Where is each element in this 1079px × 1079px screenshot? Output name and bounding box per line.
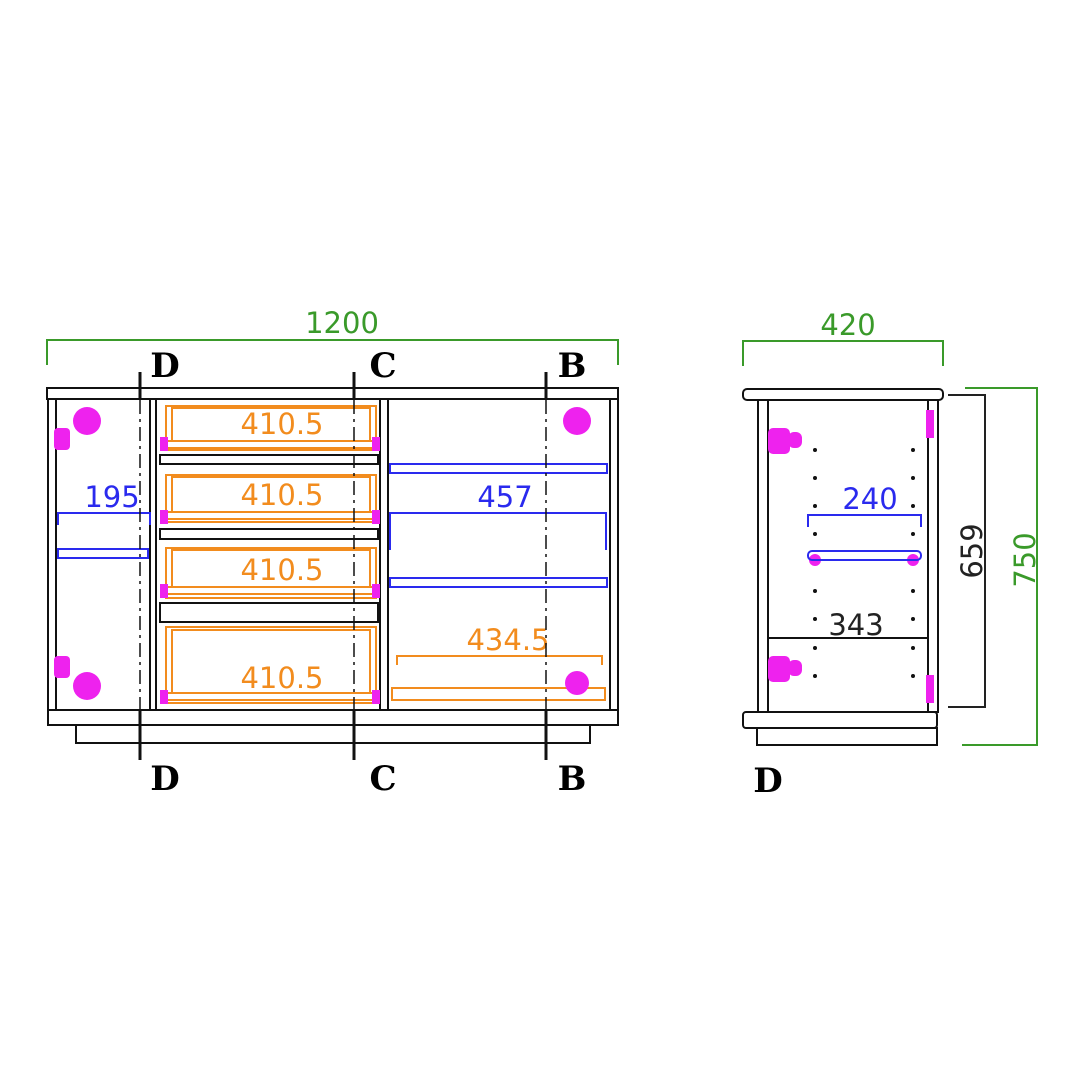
inner-height-dimension bbox=[948, 394, 986, 708]
section-label-c-bottom: C bbox=[369, 759, 396, 799]
left-compartment-width-label: 195 bbox=[84, 480, 139, 514]
drawer-3 bbox=[165, 547, 377, 599]
depth-label: 420 bbox=[820, 308, 875, 342]
right-compartment-width-label: 457 bbox=[477, 480, 532, 514]
drawer-3-width-label: 410.5 bbox=[240, 553, 323, 587]
overall-height-dimension bbox=[962, 387, 1038, 746]
section-label-b-bottom: B bbox=[558, 759, 587, 799]
section-label-d-bottom: D bbox=[150, 759, 179, 799]
shelf-pin-holes bbox=[813, 448, 915, 678]
overall-height-label: 750 bbox=[1008, 532, 1042, 587]
overall-width-label: 1200 bbox=[305, 306, 379, 340]
section-centerlines bbox=[139, 400, 547, 710]
left-shelf-dimension bbox=[57, 512, 151, 559]
section-label-b-top: B bbox=[558, 346, 587, 386]
side-carcass bbox=[742, 388, 944, 746]
depth-dimension bbox=[742, 340, 944, 366]
section-label-d-top: D bbox=[150, 346, 179, 386]
drawer-1-width-label: 410.5 bbox=[240, 407, 323, 441]
inner-height-label: 659 bbox=[955, 523, 989, 578]
inner-depth-label: 343 bbox=[828, 608, 883, 642]
drawer-4-width-label: 410.5 bbox=[240, 661, 323, 695]
side-hardware bbox=[768, 410, 934, 703]
section-label-d-side: D bbox=[753, 761, 782, 801]
section-lines bbox=[138, 372, 548, 760]
right-bottom-dimension bbox=[391, 655, 606, 701]
overall-width-dimension bbox=[46, 339, 619, 365]
hinge-hardware bbox=[54, 407, 591, 700]
section-label-c-top: C bbox=[369, 346, 396, 386]
front-carcass bbox=[46, 387, 619, 744]
side-shelf bbox=[807, 514, 922, 561]
drawer-runner-marks bbox=[160, 437, 380, 704]
right-shelves bbox=[389, 463, 608, 588]
front-view: 1200 410.5 410 bbox=[46, 306, 619, 799]
side-view: 420 240 343 bbox=[742, 308, 1042, 801]
drawer-2-width-label: 410.5 bbox=[240, 478, 323, 512]
shelf-depth-label: 240 bbox=[842, 482, 897, 516]
right-bottom-width-label: 434.5 bbox=[466, 623, 549, 657]
